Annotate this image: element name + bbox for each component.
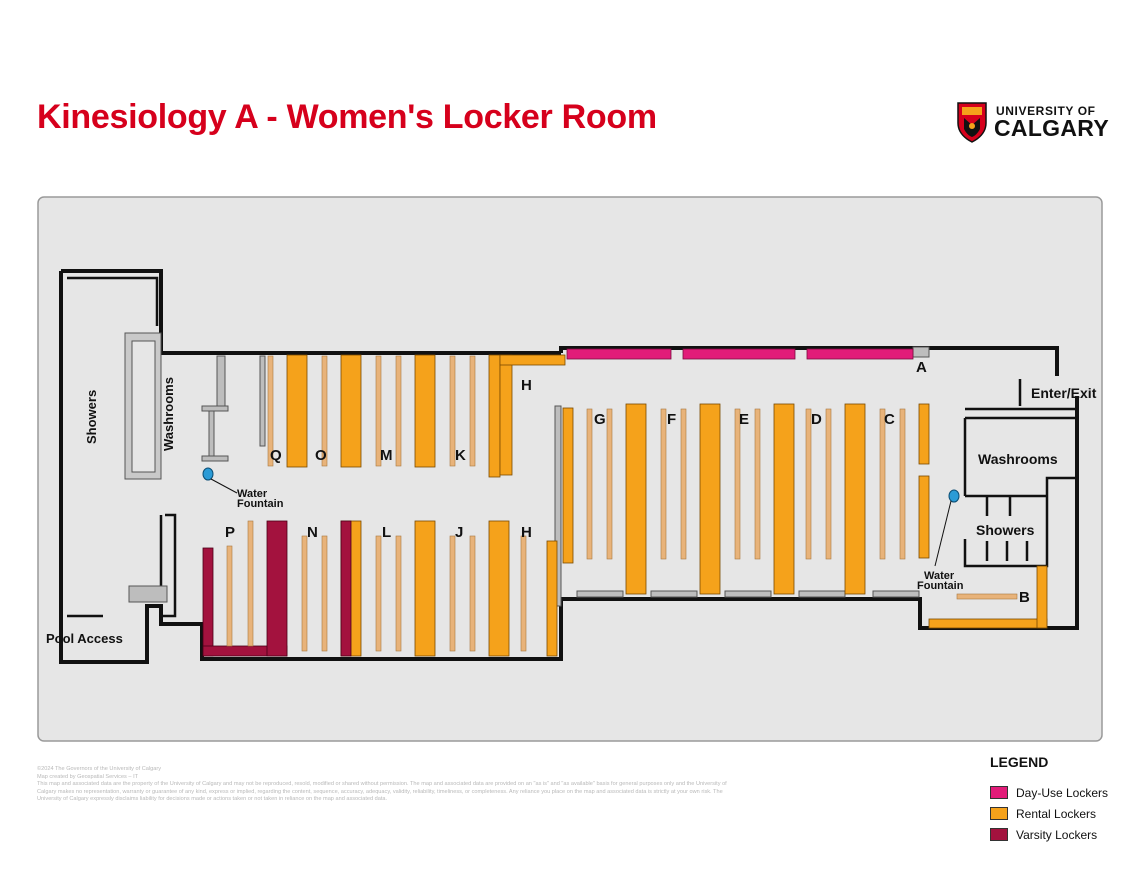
- row-label-e: E: [739, 411, 749, 428]
- interior-walls: [67, 276, 1075, 618]
- row-label-q: Q: [270, 447, 282, 464]
- water-fountain-label: Water: [924, 570, 955, 582]
- row-label-f: F: [667, 411, 676, 428]
- legend-item-day-use: Day-Use Lockers: [990, 782, 1130, 803]
- floor-plan-svg: Showers Washrooms Water Fountain Pool Ac…: [37, 196, 1103, 742]
- row-label-o: O: [315, 447, 327, 464]
- copyright-line: ©2024 The Governors of the University of…: [37, 766, 162, 772]
- water-fountain-icon: [934, 489, 960, 567]
- legend: LEGEND Day-Use Lockers Rental Lockers Va…: [990, 754, 1130, 845]
- crest-icon: [957, 102, 987, 143]
- rental-lockers: [286, 354, 1048, 657]
- partitions: [124, 332, 930, 607]
- legend-item-rental: Rental Lockers: [990, 803, 1130, 824]
- logo-line2: CALGARY: [994, 115, 1109, 141]
- row-label-p: P: [225, 524, 235, 541]
- row-label-n: N: [307, 524, 318, 541]
- showers-left-label: Showers: [84, 390, 99, 444]
- row-label-k: K: [455, 447, 466, 464]
- walls: [59, 269, 1079, 664]
- washrooms-right-label: Washrooms: [978, 451, 1058, 467]
- row-label-c: C: [884, 411, 895, 428]
- logo-line1: UNIVERSITY OF: [996, 104, 1096, 118]
- enter-exit-label[interactable]: Enter/Exit: [1031, 385, 1097, 401]
- water-fountain-label: Water: [237, 488, 268, 500]
- legend-label: Day-Use Lockers: [1016, 785, 1109, 800]
- row-label-a: A: [916, 359, 927, 376]
- water-fountain-label: Fountain: [237, 498, 284, 510]
- legend-label: Rental Lockers: [1016, 806, 1097, 821]
- legend-item-varsity: Varsity Lockers: [990, 824, 1130, 845]
- row-label-m: M: [380, 447, 393, 464]
- rental-swatch: [990, 807, 1008, 820]
- showers-right-label: Showers: [976, 522, 1035, 538]
- floor-plan-map: Showers Washrooms Water Fountain Pool Ac…: [37, 196, 1103, 742]
- benches: [226, 355, 1018, 652]
- legend-label: Varsity Lockers: [1016, 827, 1098, 842]
- row-label-h-bottom: H: [521, 524, 532, 541]
- water-fountain-icon: [202, 467, 238, 494]
- day-use-lockers: [566, 348, 914, 360]
- legend-title: LEGEND: [990, 754, 1049, 770]
- varsity-lockers: [202, 520, 352, 657]
- copyright-notice: ©2024 The Governors of the University of…: [37, 766, 727, 804]
- disclaimer-text: This map and associated data are the pro…: [37, 781, 727, 802]
- varsity-swatch: [990, 828, 1008, 841]
- water-fountain-label: Fountain: [917, 580, 964, 592]
- university-logo[interactable]: UNIVERSITY OF CALGARY: [956, 101, 1109, 145]
- row-label-g: G: [594, 411, 606, 428]
- pool-access-label: Pool Access: [46, 631, 123, 646]
- row-label-l: L: [382, 524, 391, 541]
- day-use-swatch: [990, 786, 1008, 799]
- row-label-b: B: [1019, 589, 1030, 606]
- row-label-h-top: H: [521, 377, 532, 394]
- row-label-j: J: [455, 524, 463, 541]
- washrooms-left-label: Washrooms: [161, 377, 176, 451]
- row-label-d: D: [811, 411, 822, 428]
- page-title: Kinesiology A - Women's Locker Room: [37, 98, 657, 136]
- credit-line: Map created by Geospatial Services – IT: [37, 773, 139, 780]
